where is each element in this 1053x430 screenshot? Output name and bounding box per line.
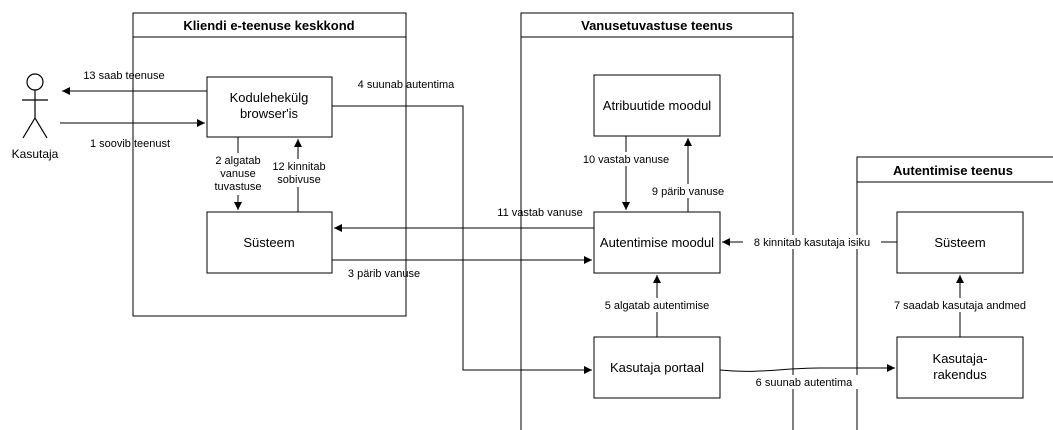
edge-9: 9 pärib vanuse (650, 138, 726, 212)
node-attributes[interactable]: Atribuutide moodul (593, 74, 721, 137)
edge-5: 5 algatab autentimise (596, 275, 718, 337)
edge-2: 2 algatab vanuse tuvastuse (210, 137, 267, 210)
edge-11: 11 vastab vanuse (334, 207, 594, 232)
node-user-portal-label: Kasutaja portaal (610, 360, 704, 375)
edge-13-label: 13 saab teenuse (83, 70, 164, 82)
pool-auth-title: Autentimise teenus (893, 163, 1013, 178)
node-client-system-label: Süsteem (243, 235, 294, 250)
actor-head (26, 73, 44, 91)
node-auth-module-label: Autentimise moodul (600, 235, 714, 250)
edge-13: 13 saab teenuse (62, 70, 207, 95)
node-homepage-line1: Kodulehekülg (230, 90, 309, 105)
node-user-app[interactable]: Kasutaja- rakendus (896, 336, 1024, 399)
edge-4: 4 suunab autentima (332, 79, 592, 374)
node-homepage[interactable]: Kodulehekülg browser'is (206, 76, 333, 138)
edge-12-label-line1: 12 kinnitab (272, 161, 325, 173)
edge-12-label-line2: sobivuse (277, 174, 320, 186)
edge-2-label-line3: tuvastuse (214, 181, 261, 193)
edge-3: 3 pärib vanuse (332, 256, 592, 280)
node-auth-system[interactable]: Süsteem (896, 211, 1024, 274)
edge-6-label: 6 suunab autentima (756, 377, 854, 389)
edge-4-label: 4 suunab autentima (358, 79, 456, 91)
node-client-system[interactable]: Süsteem (206, 211, 333, 274)
edge-8-label: 8 kinnitab kasutaja isiku (754, 237, 870, 249)
node-auth-system-label: Süsteem (934, 235, 985, 250)
pool-auth: Autentimise teenus (856, 156, 1053, 430)
node-user-portal[interactable]: Kasutaja portaal (593, 336, 721, 399)
edge-11-label: 11 vastab vanuse (497, 207, 582, 219)
pool-client: Kliendi e-teenuse keskkond (132, 12, 407, 317)
actor-label: Kasutaja (12, 147, 59, 161)
edge-10-label: 10 vastab vanuse (583, 154, 669, 166)
edge-10: 10 vastab vanuse (582, 136, 670, 210)
node-auth-module[interactable]: Autentimise moodul (593, 211, 721, 274)
edge-6: 6 suunab autentima (719, 364, 895, 389)
actor-kasutaja: Kasutaja (12, 73, 59, 161)
node-user-app-line2: rakendus (933, 367, 987, 382)
edge-7: 7 saadab kasutaja andmed (890, 275, 1030, 337)
edge-2-label-line2: vanuse (220, 168, 255, 180)
node-homepage-line2: browser'is (240, 106, 299, 121)
pool-age-title: Vanusetuvastuse teenus (581, 18, 733, 33)
edge-2-label-line1: 2 algatab (215, 155, 260, 167)
node-attributes-label: Atribuutide moodul (603, 98, 712, 113)
node-user-app-line1: Kasutaja- (933, 351, 988, 366)
edge-9-label: 9 pärib vanuse (652, 186, 724, 198)
edge-1-label: 1 soovib teenust (90, 138, 170, 150)
edge-5-label: 5 algatab autentimise (605, 300, 710, 312)
edge-3-label: 3 pärib vanuse (348, 268, 420, 280)
edge-7-label: 7 saadab kasutaja andmed (894, 300, 1026, 312)
edge-8: 8 kinnitab kasutaja isiku (722, 235, 897, 249)
pool-age: Vanusetuvastuse teenus (520, 12, 794, 430)
edge-12: 12 kinnitab sobivuse (272, 139, 327, 212)
pool-client-title: Kliendi e-teenuse keskkond (183, 18, 354, 33)
edge-1: 1 soovib teenust (60, 119, 205, 150)
